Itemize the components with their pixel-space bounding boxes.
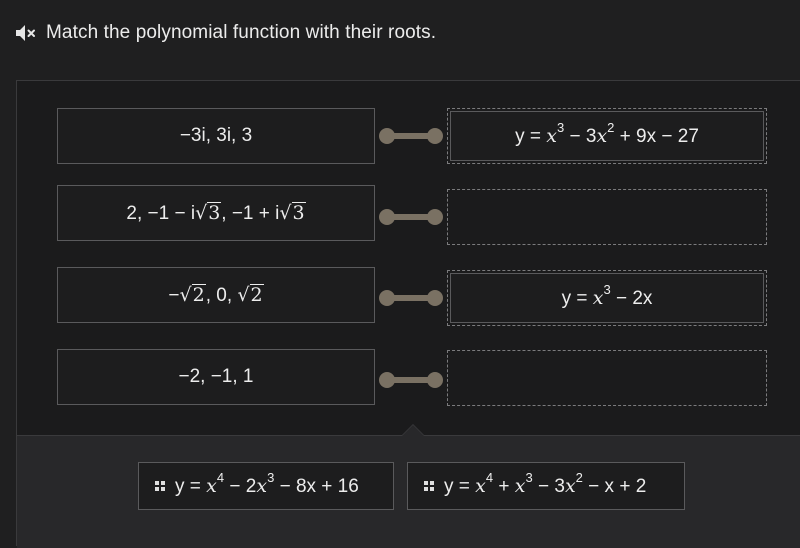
connector-4[interactable] <box>379 371 443 389</box>
header: Match the polynomial function with their… <box>14 20 436 46</box>
connector-handle-right[interactable] <box>427 209 443 225</box>
connector-handle-right[interactable] <box>427 290 443 306</box>
roots-label-1: −3i, 3i, 3 <box>179 125 253 146</box>
connector-1[interactable] <box>379 127 443 145</box>
matched-equation-3: y = x3 − 2x <box>561 282 653 309</box>
option-equation-2: y = x4 + x3 − 3x2 − x + 2 <box>444 470 647 497</box>
connector-line <box>387 214 435 220</box>
roots-box-2: 2, −1 − i√3, −1 + i√3 <box>57 185 375 241</box>
matched-card-3[interactable]: y = x3 − 2x <box>450 273 764 323</box>
drop-target-2[interactable] <box>447 189 767 245</box>
connector-line <box>387 295 435 301</box>
option-chip-1[interactable]: y = x4 − 2x3 − 8x + 16 <box>138 462 394 510</box>
connector-handle-right[interactable] <box>427 128 443 144</box>
option-chip-2[interactable]: y = x4 + x3 − 3x2 − x + 2 <box>407 462 685 510</box>
matched-card-1[interactable]: y = x3 − 3x2 + 9x − 27 <box>450 111 764 161</box>
connector-line <box>387 377 435 383</box>
matching-panel: −3i, 3i, 3 y = x3 − 3x2 + 9x − 27 2, −1 … <box>16 80 800 548</box>
drag-grip-icon[interactable] <box>155 481 165 491</box>
drop-target-1[interactable]: y = x3 − 3x2 + 9x − 27 <box>447 108 767 164</box>
roots-label-4: −2, −1, 1 <box>178 366 254 387</box>
roots-label-2: 2, −1 − i√3, −1 + i√3 <box>126 201 306 224</box>
connector-2[interactable] <box>379 208 443 226</box>
speaker-muted-icon[interactable] <box>14 22 38 44</box>
roots-box-4: −2, −1, 1 <box>57 349 375 405</box>
roots-label-3: −√2, 0, √2 <box>168 283 264 306</box>
drop-target-4[interactable] <box>447 350 767 406</box>
connector-line <box>387 133 435 139</box>
question-title: Match the polynomial function with their… <box>46 22 437 43</box>
roots-box-3: −√2, 0, √2 <box>57 267 375 323</box>
roots-box-1: −3i, 3i, 3 <box>57 108 375 164</box>
connector-3[interactable] <box>379 289 443 307</box>
options-tray: y = x4 − 2x3 − 8x + 16 y = x4 + x3 − 3x2… <box>17 424 800 548</box>
drag-grip-icon[interactable] <box>424 481 434 491</box>
option-equation-1: y = x4 − 2x3 − 8x + 16 <box>175 470 359 497</box>
drop-target-3[interactable]: y = x3 − 2x <box>447 270 767 326</box>
connector-handle-right[interactable] <box>427 372 443 388</box>
matched-equation-1: y = x3 − 3x2 + 9x − 27 <box>515 120 699 147</box>
tray-notch <box>401 424 425 436</box>
